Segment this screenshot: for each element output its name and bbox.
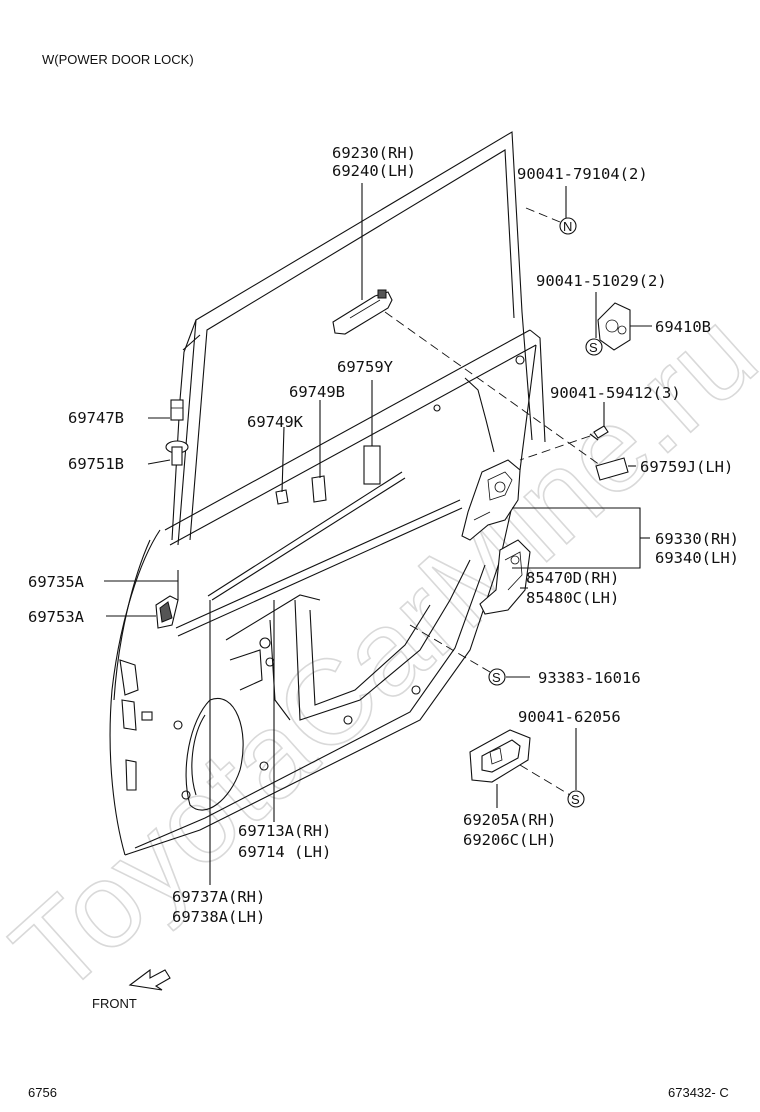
label-85480c: 85480C(LH) [526,589,619,607]
label-69240: 69240(LH) [332,162,416,180]
symbol-s-striker: S [585,338,603,356]
label-90041-62056: 90041-62056 [518,708,621,726]
diagram-title: W(POWER DOOR LOCK) [42,52,194,67]
screw-90041-59412 [589,425,609,441]
clip-69749b [311,475,327,503]
label-69206c: 69206C(LH) [463,831,556,849]
leader-lines [104,183,652,885]
striker-69410b [597,302,631,351]
symbol-n: N [559,217,577,235]
svg-text:N: N [563,219,572,234]
label-90041-59412: 90041-59412(3) [550,384,681,402]
svg-text:S: S [571,792,580,807]
label-69230: 69230(RH) [332,144,416,162]
pad-69759y [363,445,381,485]
label-69330: 69330(RH) [655,530,739,548]
footer-page-right: 673432- C [668,1085,729,1100]
label-69410b: 69410B [655,318,711,336]
callout-labels: 69230(RH) 69240(LH) 90041-79104(2) 90041… [28,144,739,926]
label-69751b: 69751B [68,455,124,473]
label-69759j: 69759J(LH) [640,458,733,476]
label-69737a: 69737A(RH) [172,888,265,906]
inside-handle [469,729,531,783]
label-90041-51029: 90041-51029(2) [536,272,667,290]
label-69749b: 69749B [289,383,345,401]
label-69753a: 69753A [28,608,85,626]
label-69714: 69714 (LH) [238,843,331,861]
label-69738a: 69738A(LH) [172,908,265,926]
door-lock-assembly [461,459,521,541]
outside-handle [332,289,393,335]
label-69749k: 69749K [247,413,304,431]
pad-69759j [595,457,629,481]
label-69205a: 69205A(RH) [463,811,556,829]
label-69735a: 69735A [28,573,85,591]
svg-text:S: S [492,670,501,685]
bracket-69753a [155,595,179,629]
front-label: FRONT [92,996,137,1011]
label-69747b: 69747B [68,409,124,427]
clip-69749k [275,489,289,505]
symbol-s-handle: S [567,790,585,808]
pin-69747b [170,399,184,421]
footer-page-left: 6756 [28,1085,57,1100]
label-69713a: 69713A(RH) [238,822,331,840]
lock-actuator [479,539,531,615]
label-69759y: 69759Y [337,358,394,376]
grommet-69751b [165,440,189,466]
label-85470d: 85470D(RH) [526,569,619,587]
label-90041-79104: 90041-79104(2) [517,165,648,183]
label-93383-16016: 93383-16016 [538,669,641,687]
symbol-s-93383: S [488,668,506,686]
front-arrow: FRONT [92,968,171,1011]
label-69340: 69340(LH) [655,549,739,567]
door-rods [175,377,495,637]
svg-text:S: S [589,340,598,355]
